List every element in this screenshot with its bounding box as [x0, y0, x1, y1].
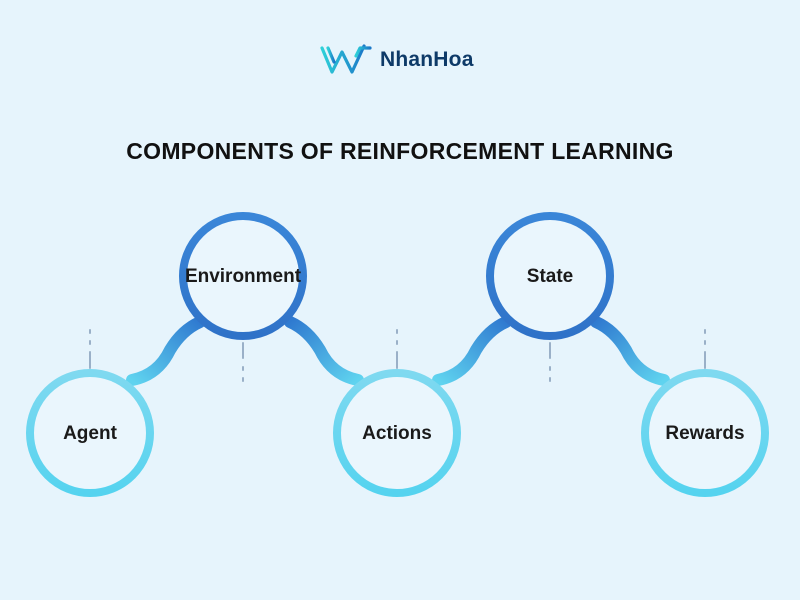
- connector-state-rewards: [590, 316, 670, 386]
- node-environment-label: Environment: [184, 266, 302, 287]
- connector-environment-actions: [284, 316, 364, 386]
- node-agent-label: Agent: [63, 423, 117, 444]
- connectors: [126, 316, 670, 386]
- connector-actions-state: [432, 316, 512, 386]
- node-agent-circle: [26, 369, 154, 497]
- brand-name: NhanHoa: [380, 48, 474, 71]
- nhanhoa-logo-icon: [320, 44, 372, 74]
- brand-logo: NhanHoa: [320, 42, 474, 78]
- node-environment-circle: [179, 212, 307, 340]
- node-rewards-circle: [641, 369, 769, 497]
- node-rewards-label: Rewards: [665, 423, 745, 444]
- dotted-ticks: [89, 329, 706, 382]
- nodes: [26, 212, 769, 497]
- node-actions-label: Actions: [362, 423, 432, 444]
- page-title: COMPONENTS OF REINFORCEMENT LEARNING: [126, 138, 674, 164]
- node-actions-circle: [333, 369, 461, 497]
- node-state-circle: [486, 212, 614, 340]
- node-state-label: State: [526, 266, 574, 287]
- connector-agent-environment: [126, 316, 206, 386]
